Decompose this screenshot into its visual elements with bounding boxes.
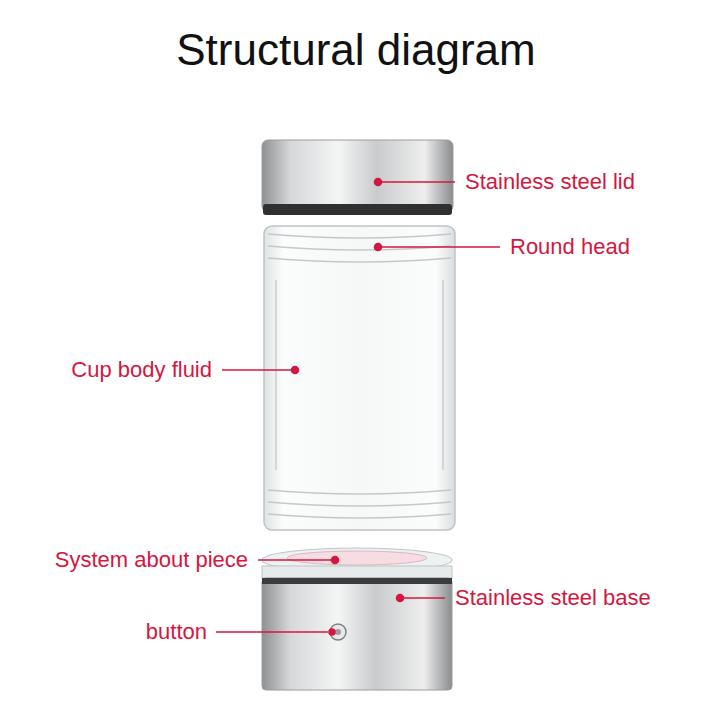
- diagram-title: Structural diagram: [0, 24, 712, 76]
- part-label: System about piece: [55, 547, 248, 573]
- part-label: Stainless steel base: [455, 585, 651, 611]
- part-label: Stainless steel lid: [465, 169, 635, 195]
- part-label: Cup body fluid: [71, 357, 212, 383]
- part-label: Round head: [510, 234, 630, 260]
- part-label: button: [146, 619, 207, 645]
